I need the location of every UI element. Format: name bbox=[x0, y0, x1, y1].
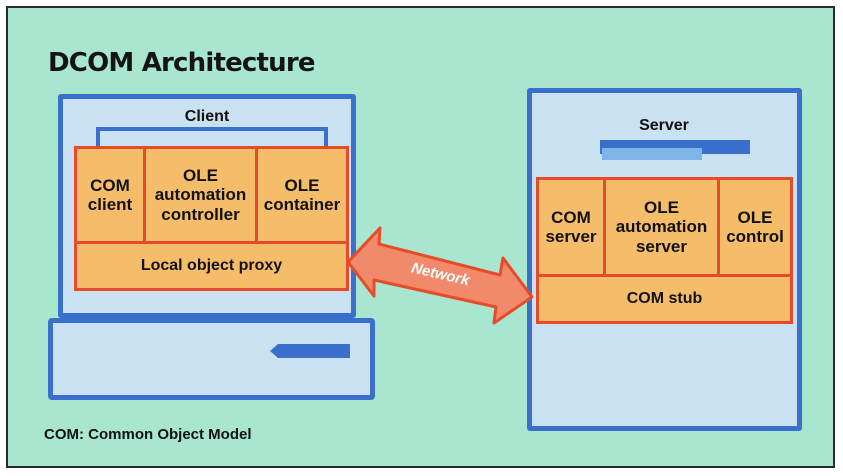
network-arrow-shape bbox=[346, 226, 534, 325]
client-keyboard bbox=[48, 318, 375, 400]
ole-control-box: OLE control bbox=[717, 177, 793, 277]
client-title-bar bbox=[96, 127, 328, 151]
local-object-proxy-box: Local object proxy bbox=[74, 241, 349, 291]
client-keyboard-slot bbox=[270, 344, 350, 358]
com-server-box: COM server bbox=[536, 177, 606, 277]
ole-automation-controller-box: OLE automation controller bbox=[143, 146, 258, 244]
server-label: Server bbox=[639, 117, 689, 134]
client-label: Client bbox=[184, 108, 230, 125]
ole-automation-server-box: OLE automation server bbox=[603, 177, 720, 277]
footnote: COM: Common Object Model bbox=[44, 426, 252, 443]
diagram-title: DCOM Architecture bbox=[48, 48, 316, 78]
ole-container-box: OLE container bbox=[255, 146, 349, 244]
com-stub-box: COM stub bbox=[536, 274, 793, 324]
server-title-bar-highlight bbox=[602, 148, 702, 160]
